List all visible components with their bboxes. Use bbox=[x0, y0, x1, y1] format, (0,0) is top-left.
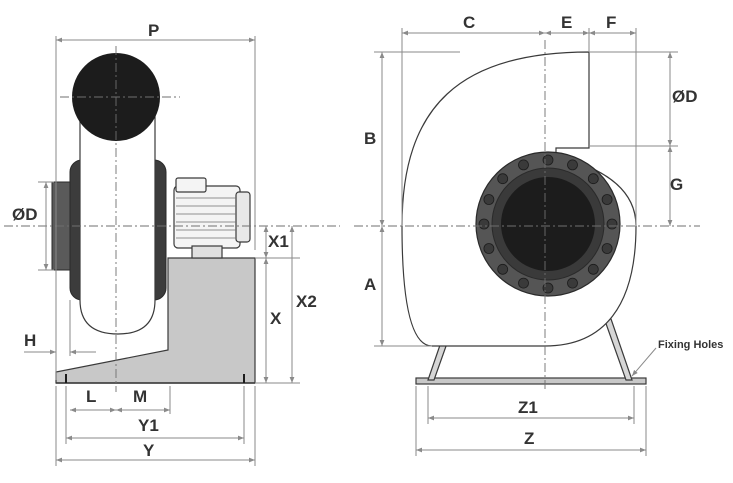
label-z1: Z1 bbox=[518, 398, 538, 417]
label-x: X bbox=[270, 309, 282, 328]
label-e: E bbox=[561, 13, 572, 32]
side-view: P ØD X1 X X2 H L M Y1 Y bbox=[4, 21, 340, 466]
motor bbox=[173, 177, 251, 259]
label-side-diameter: ØD bbox=[12, 205, 38, 224]
label-a: A bbox=[364, 275, 376, 294]
flange-bolt bbox=[483, 194, 495, 205]
inlet-opening bbox=[501, 177, 595, 271]
label-c: C bbox=[463, 13, 475, 32]
label-y: Y bbox=[143, 441, 155, 460]
motor-foot bbox=[191, 245, 223, 259]
flange-bolt bbox=[567, 277, 578, 289]
flange-bolt bbox=[542, 154, 554, 166]
label-f: F bbox=[606, 13, 616, 32]
label-x2: X2 bbox=[296, 292, 317, 311]
front-view: C E F ØD G B A Z1 Z Fixing Holes bbox=[354, 13, 723, 456]
flange-bolt bbox=[606, 218, 618, 230]
motor-fins bbox=[176, 197, 236, 239]
flange-bolt bbox=[601, 243, 613, 254]
motor-body bbox=[173, 185, 241, 249]
flange-bolt bbox=[497, 263, 509, 275]
flange-bolt bbox=[587, 263, 599, 275]
label-x1: X1 bbox=[268, 232, 289, 251]
label-g: G bbox=[670, 175, 683, 194]
label-p: P bbox=[148, 21, 159, 40]
inlet-flange-front bbox=[475, 151, 621, 297]
label-y1: Y1 bbox=[138, 416, 159, 435]
flange-bolt bbox=[587, 173, 599, 185]
motor-end-cap bbox=[235, 191, 251, 243]
flange-bolt bbox=[483, 243, 495, 254]
flange-bolt bbox=[497, 173, 509, 185]
label-h: H bbox=[24, 331, 36, 350]
front-base-rail bbox=[415, 377, 647, 385]
label-fixing-holes: Fixing Holes bbox=[658, 339, 723, 351]
flange-bolt bbox=[601, 194, 613, 205]
label-z: Z bbox=[524, 429, 534, 448]
flange-bolt bbox=[518, 159, 529, 171]
motor-terminal-box bbox=[175, 177, 207, 193]
housing-body bbox=[79, 94, 156, 335]
label-front-diameter: ØD bbox=[672, 87, 698, 106]
flange-bolt bbox=[518, 277, 529, 289]
fixing-holes-leader bbox=[631, 347, 657, 377]
flange-bolt bbox=[567, 159, 578, 171]
flange-bolt bbox=[542, 282, 554, 294]
flange-bolts bbox=[478, 154, 618, 294]
label-m: M bbox=[133, 387, 147, 406]
label-l: L bbox=[86, 387, 96, 406]
flange-bolt bbox=[478, 218, 490, 230]
label-b: B bbox=[364, 129, 376, 148]
